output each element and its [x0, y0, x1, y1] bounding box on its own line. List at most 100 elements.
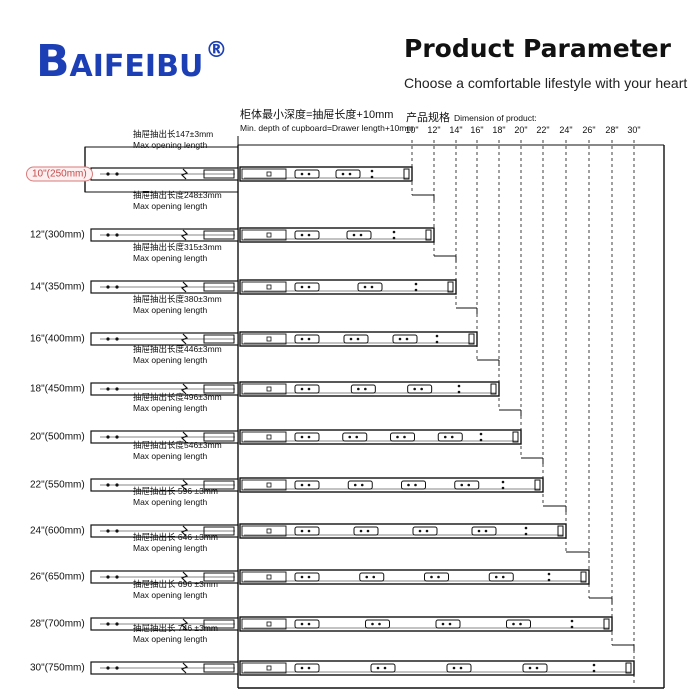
slide-body: [239, 279, 457, 295]
slide-body: [239, 166, 413, 182]
spring-clip-icon: [180, 431, 189, 443]
max-opening-zh: 抽屉抽出长147±3mm: [133, 129, 214, 139]
slide-front-block: [241, 479, 287, 491]
mounting-slot: [435, 619, 461, 629]
rail-hole: [115, 483, 119, 487]
slot-hole: [430, 575, 433, 579]
slide-size-label: 12"(300mm): [30, 229, 85, 241]
screw-dot: [370, 169, 374, 173]
slot-hole: [441, 622, 445, 626]
min-depth-en: Min. depth of cupboard=Drawer length+10m…: [240, 123, 414, 133]
max-opening-zh: 抽屉抽出长 696 ±3mm: [133, 579, 218, 589]
rail-end-block: [203, 169, 235, 179]
screw-dot: [479, 438, 483, 442]
rail-hole: [106, 337, 110, 341]
dimension-tick-label: 18": [492, 125, 505, 135]
slide-body: [239, 660, 635, 676]
slot-hole: [359, 529, 363, 533]
min-depth-zh: 柜体最小深度=抽屉长度+10mm: [240, 109, 394, 121]
slide-front-block: [241, 229, 287, 241]
rail-end-block: [203, 282, 235, 292]
slot-hole: [364, 387, 367, 391]
rail-end-block: [203, 619, 235, 629]
slot-hole: [341, 172, 345, 176]
rail-hole: [115, 233, 119, 237]
slot-hole: [307, 387, 311, 391]
spring-clip-icon: [180, 618, 189, 630]
max-opening-zh: 抽屉抽出长度248±3mm: [133, 190, 222, 200]
screw-dot: [392, 230, 396, 234]
mounting-slot: [357, 282, 383, 292]
spring-clip-icon: [180, 168, 189, 180]
slide-front-block: [241, 333, 287, 345]
max-opening-zh: 抽屉抽出长 746 ±3mm: [133, 623, 218, 633]
rail-hole: [115, 575, 119, 579]
brand-logo: BAIFEIBU®: [36, 36, 228, 87]
slot-hole: [356, 337, 360, 341]
mounting-slot: [343, 334, 369, 344]
dimension-tick-label: 22": [536, 125, 549, 135]
mounting-slot: [412, 526, 438, 536]
slide-square-hole: [266, 284, 272, 290]
slide-front-block: [241, 618, 287, 630]
slot-hole: [484, 529, 488, 533]
slot-hole: [300, 575, 304, 579]
slot-hole: [300, 387, 304, 391]
dimension-tick-label: 16": [470, 125, 483, 135]
slide-front-block: [241, 168, 287, 180]
slot-hole: [363, 285, 367, 289]
mounting-slot: [446, 663, 472, 673]
screw-dot: [547, 572, 551, 576]
rail-hole: [115, 285, 119, 289]
slide-front-block: [241, 431, 287, 443]
slide-square-hole: [266, 386, 272, 392]
slot-hole: [307, 285, 311, 289]
dimension-tick-label: 12": [427, 125, 440, 135]
mounting-slot: [359, 572, 385, 582]
slot-hole: [460, 483, 464, 487]
slide-body: [239, 569, 590, 585]
slot-hole: [370, 285, 374, 289]
slide-size-label: 28"(700mm): [30, 618, 85, 630]
rail-end-block: [203, 572, 235, 582]
rail-hole: [115, 435, 119, 439]
slot-hole: [365, 575, 369, 579]
page-subtitle: Choose a comfortable lifestyle with your…: [404, 75, 688, 91]
slot-hole: [300, 622, 304, 626]
rail-hole: [115, 387, 119, 391]
screw-dot: [435, 334, 439, 338]
slot-hole: [307, 575, 311, 579]
slot-hole: [348, 172, 352, 176]
slot-hole: [360, 483, 364, 487]
screw-dot: [524, 526, 528, 530]
slot-hole: [528, 666, 532, 670]
slot-hole: [307, 172, 311, 176]
slide-body: [239, 523, 567, 539]
slide-square-hole: [266, 171, 272, 177]
rail-hole: [115, 666, 119, 670]
slide-rear-stop: [447, 281, 454, 293]
screw-dot: [414, 288, 418, 292]
slide-square-hole: [266, 528, 272, 534]
rail-end-block: [203, 526, 235, 536]
slide-body: [239, 227, 435, 243]
slide-rear-stop: [557, 525, 564, 537]
slot-hole: [407, 483, 410, 487]
max-opening-en: Max opening length: [133, 140, 208, 150]
slot-hole: [357, 387, 360, 391]
slot-hole: [420, 387, 423, 391]
mounting-slot: [437, 432, 463, 442]
rail-end-block: [203, 230, 235, 240]
slot-hole: [307, 666, 311, 670]
rail-hole: [115, 172, 119, 176]
slot-hole: [307, 435, 311, 439]
slot-hole: [398, 337, 402, 341]
slide-front-block: [241, 662, 287, 674]
screw-dot: [501, 486, 505, 490]
rail-end-block: [203, 663, 235, 673]
max-opening-en: Max opening length: [133, 201, 208, 211]
